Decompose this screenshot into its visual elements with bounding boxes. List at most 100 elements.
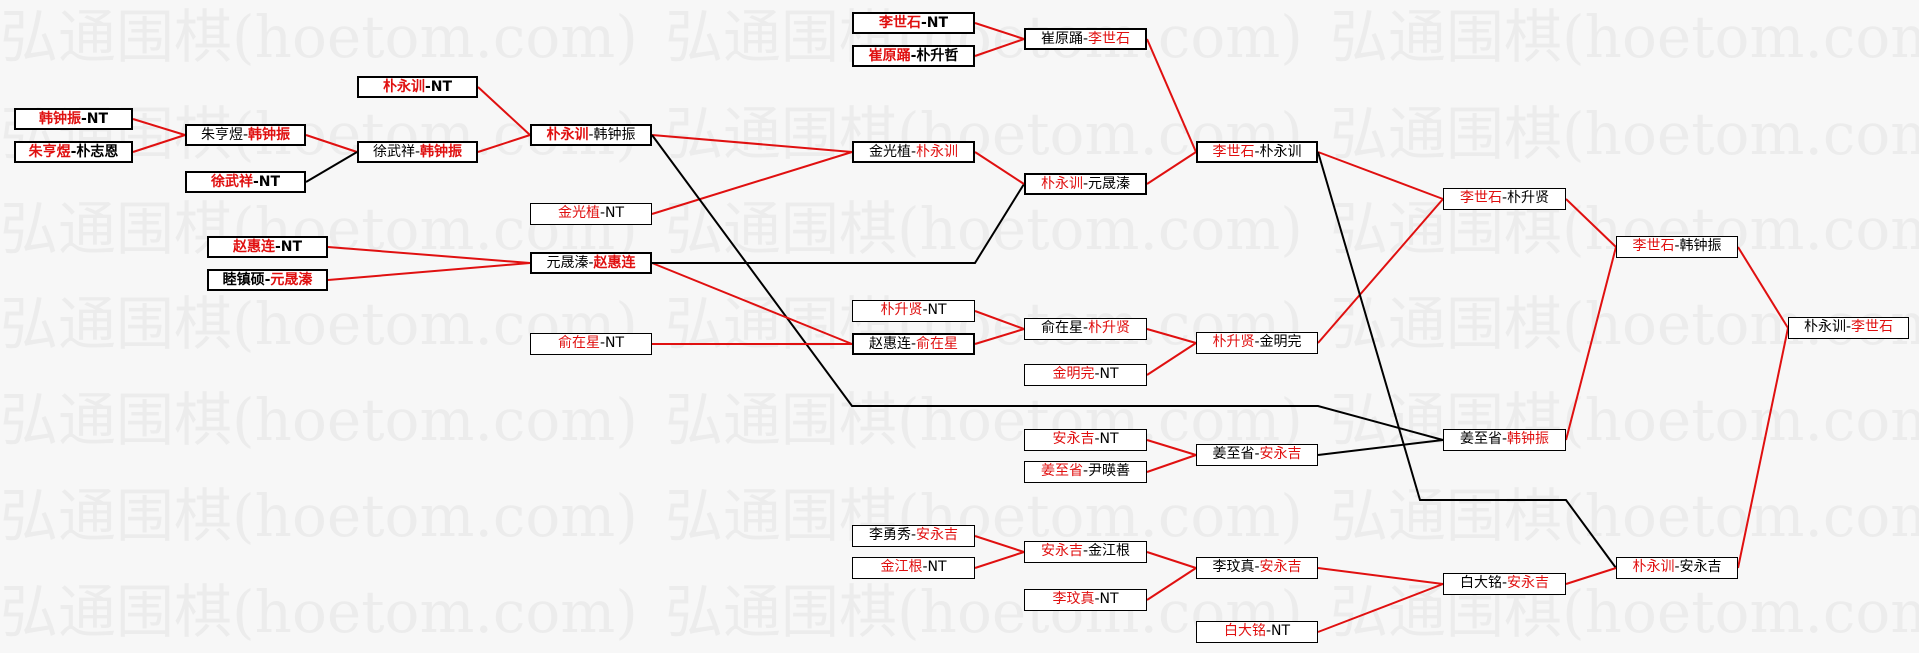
bracket-line <box>651 134 853 153</box>
match-text: 朱亨煜 <box>28 144 71 160</box>
match-text: -韩钟振 <box>588 127 636 143</box>
match-text: -NT <box>1094 591 1119 607</box>
match-box-psx-nt: 朴升贤-NT <box>852 300 975 322</box>
match-box-zhao-yu: 赵惠连-俞在星 <box>852 333 975 355</box>
match-text: 李世石 <box>1632 238 1675 254</box>
bracket-line <box>974 22 1025 40</box>
match-box-pyx-han: 朴永训-韩钟振 <box>530 124 652 146</box>
match-text: 李勇秀- <box>868 527 917 543</box>
bracket-line <box>974 151 1025 185</box>
bracket-line <box>1317 198 1444 344</box>
match-box-pyx-yuan: 朴永训-元晟溱 <box>1024 173 1147 195</box>
bracket-line <box>305 134 358 153</box>
match-box-lss-nt: 李世石-NT <box>852 12 975 34</box>
match-box-jzs-ayj: 姜至省-安永吉 <box>1196 444 1318 466</box>
match-text: -元晟溱 <box>1082 176 1131 192</box>
match-text: 韩钟振 <box>248 127 291 143</box>
match-text: 金江根 <box>880 559 923 575</box>
match-box-lyx-ayj: 李勇秀-安永吉 <box>852 525 975 547</box>
match-text: -NT <box>922 302 947 318</box>
bracket-line <box>132 118 186 136</box>
bracket-line <box>1146 454 1197 473</box>
match-text: -NT <box>424 79 453 95</box>
bracket-line <box>651 151 853 215</box>
bracket-line <box>1317 567 1444 585</box>
match-text: 朴永训 <box>916 144 959 160</box>
bracket-line <box>1146 567 1197 601</box>
match-text: 俞在星 <box>557 335 600 351</box>
match-text: 元晟溱- <box>546 255 594 271</box>
match-text: 崔原踊 <box>868 48 911 64</box>
bracket-line <box>477 86 531 136</box>
match-text: 李玟真- <box>1212 559 1260 575</box>
match-text: 赵惠连- <box>868 336 917 352</box>
match-text: 金光植 <box>557 205 600 221</box>
bracket-line <box>132 134 186 153</box>
match-text: -尹暎善 <box>1082 463 1131 479</box>
bracket-line <box>305 151 358 183</box>
match-text: 李世石 <box>1851 319 1894 335</box>
watermark-text: 弘通围棋(hoetom.com) <box>0 469 638 553</box>
bracket-line <box>1146 439 1197 456</box>
match-text: 元晟溱 <box>270 272 313 288</box>
match-text: -金明完 <box>1254 334 1302 350</box>
match-text: -NT <box>80 111 109 127</box>
match-text: -朴志恩 <box>70 144 119 160</box>
match-text: 朴永训 <box>1040 176 1083 192</box>
match-text: 韩钟振 <box>1507 431 1550 447</box>
match-text: -NT <box>1265 623 1291 639</box>
match-text: 金明完 <box>1052 366 1095 382</box>
match-text: 朴升贤 <box>1212 334 1255 350</box>
match-box-jin-pyx: 金光植-朴永训 <box>852 141 975 163</box>
match-box-jzs-han: 姜至省-韩钟振 <box>1443 429 1566 451</box>
match-box-cui-lss: 崔原踊-李世石 <box>1024 28 1147 50</box>
match-text: 徐武祥- <box>372 144 421 160</box>
watermark-text: 弘通围棋(hoetom.com) <box>665 182 1303 266</box>
bracket-line <box>477 134 531 153</box>
match-text: 赵惠连 <box>593 255 636 271</box>
watermark-text: 弘通围棋(hoetom.com) <box>665 373 1303 457</box>
bracket-line <box>651 262 853 345</box>
match-text: -NT <box>922 559 947 575</box>
match-text: -安永吉 <box>1674 559 1722 575</box>
match-box-zhu-han: 朱亨煜-韩钟振 <box>185 124 306 146</box>
match-text: 俞在星 <box>916 336 959 352</box>
bracket-line <box>974 38 1025 57</box>
match-text: 俞在星- <box>1040 320 1089 336</box>
match-text: 徐武祥 <box>210 174 253 190</box>
watermark-text: 弘通围棋(hoetom.com) <box>0 0 638 74</box>
match-box-bdm-nt: 白大铭-NT <box>1196 621 1318 643</box>
match-box-jmw-nt: 金明完-NT <box>1024 364 1147 386</box>
match-text: -NT <box>252 174 281 190</box>
bracket-line <box>974 535 1025 553</box>
match-text: 朴永训 <box>1632 559 1675 575</box>
match-box-zhao-nt: 赵惠连-NT <box>207 236 328 258</box>
match-text: 朴永训 <box>546 127 589 143</box>
match-text: 安永吉 <box>1040 543 1083 559</box>
match-box-lss-psx: 李世石-朴升贤 <box>1443 188 1566 210</box>
match-text: 安永吉 <box>916 527 959 543</box>
match-text: -NT <box>920 15 949 31</box>
match-text: 姜至省 <box>1040 463 1083 479</box>
match-box-ayj-jin: 安永吉-金江根 <box>1024 541 1147 563</box>
bracket-line <box>1146 328 1197 344</box>
match-box-cui-pu: 崔原踊-朴升哲 <box>852 45 975 67</box>
bracket-line <box>1146 342 1197 376</box>
bracket-line <box>1146 551 1197 569</box>
bracket-line <box>651 134 1444 441</box>
match-box-bdm-ayj: 白大铭-安永吉 <box>1443 573 1566 595</box>
match-text: 李世石 <box>1459 190 1502 206</box>
match-box-jzs-yin: 姜至省-尹暎善 <box>1024 461 1147 483</box>
match-text: 安永吉 <box>1259 446 1302 462</box>
match-text: -韩钟振 <box>1674 238 1722 254</box>
match-text: 金光植- <box>868 144 917 160</box>
bracket-line <box>1317 439 1444 456</box>
match-text: -NT <box>1094 366 1119 382</box>
match-text: -金江根 <box>1082 543 1131 559</box>
match-box-jjg-nt: 金江根-NT <box>852 557 975 579</box>
match-box-final: 朴永训-李世石 <box>1788 317 1909 339</box>
bracket-line <box>974 551 1025 569</box>
match-text: 姜至省- <box>1459 431 1508 447</box>
match-text: 安永吉 <box>1259 559 1302 575</box>
